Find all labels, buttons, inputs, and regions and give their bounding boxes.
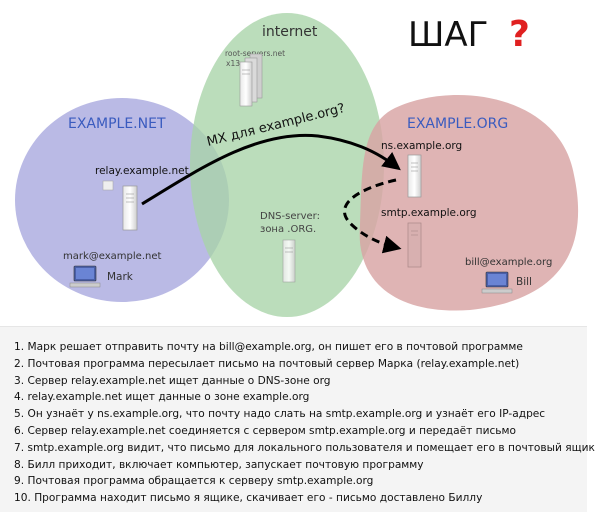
relay-server-icon: [102, 180, 138, 231]
step-item: 2. Почтовая программа пересылает письмо …: [14, 357, 520, 370]
dns-zone-label: зона .ORG.: [260, 224, 316, 235]
step-item: 9. Почтовая программа обращается к серве…: [14, 475, 374, 488]
smtp-label: smtp.example.org: [381, 207, 477, 219]
root-servers-count: x13: [226, 59, 240, 68]
relay-label: relay.example.net: [95, 165, 189, 177]
step-item: 5. Он узнаёт у ns.example.org, что почту…: [14, 408, 546, 421]
computer-icon: [69, 265, 101, 288]
step-item: 10. Программа находит письмо я ящике, ск…: [14, 492, 483, 505]
zone-example-net: [15, 98, 229, 302]
dns-server-icon: [282, 239, 296, 283]
mark-name: Mark: [107, 271, 134, 283]
steps-panel: 1. Марк решает отправить почту на bill@e…: [0, 326, 595, 512]
computer-icon: [481, 271, 513, 294]
zone-label-example-org: EXAMPLE.ORG: [407, 116, 508, 132]
zone-label-internet: internet: [262, 24, 318, 40]
zone-internet: [190, 13, 384, 317]
ns-to-smtp-arrow: [343, 178, 402, 254]
bill-name: Bill: [516, 276, 532, 288]
step-item: 3. Сервер relay.example.net ищет данные …: [14, 374, 331, 387]
ns-label: ns.example.org: [381, 140, 462, 152]
zone-label-example-net: EXAMPLE.NET: [68, 116, 166, 132]
step-question-mark: ?: [509, 14, 530, 55]
root-servers-label: root-servers.net: [225, 49, 285, 58]
ns-server-icon: [407, 154, 422, 198]
steps-list: 1. Марк решает отправить почту на bill@e…: [0, 327, 595, 507]
bill-email: bill@example.org: [465, 257, 552, 268]
smtp-server-icon: [407, 222, 422, 268]
step-item: 1. Марк решает отправить почту на bill@e…: [14, 341, 523, 353]
step-item: 4. relay.example.net ищет данные о зоне …: [14, 391, 310, 404]
mark-email: mark@example.net: [63, 251, 161, 262]
step-item: 7. smtp.example.org видит, что письмо дл…: [14, 441, 595, 454]
dns-server-label: DNS-server:: [260, 211, 320, 222]
step-item: 6. Сервер relay.example.net соединяется …: [14, 424, 517, 437]
server-stack-icon: [239, 53, 263, 107]
step-title: ШАГ: [408, 15, 488, 55]
mail-delivery-diagram: ШАГ ? internet EXAMPLE.NET EXAMPLE.ORG r…: [15, 13, 579, 317]
mx-query-arrow: [141, 133, 401, 206]
step-item: 8. Билл приходит, включает компьютер, за…: [14, 458, 424, 471]
